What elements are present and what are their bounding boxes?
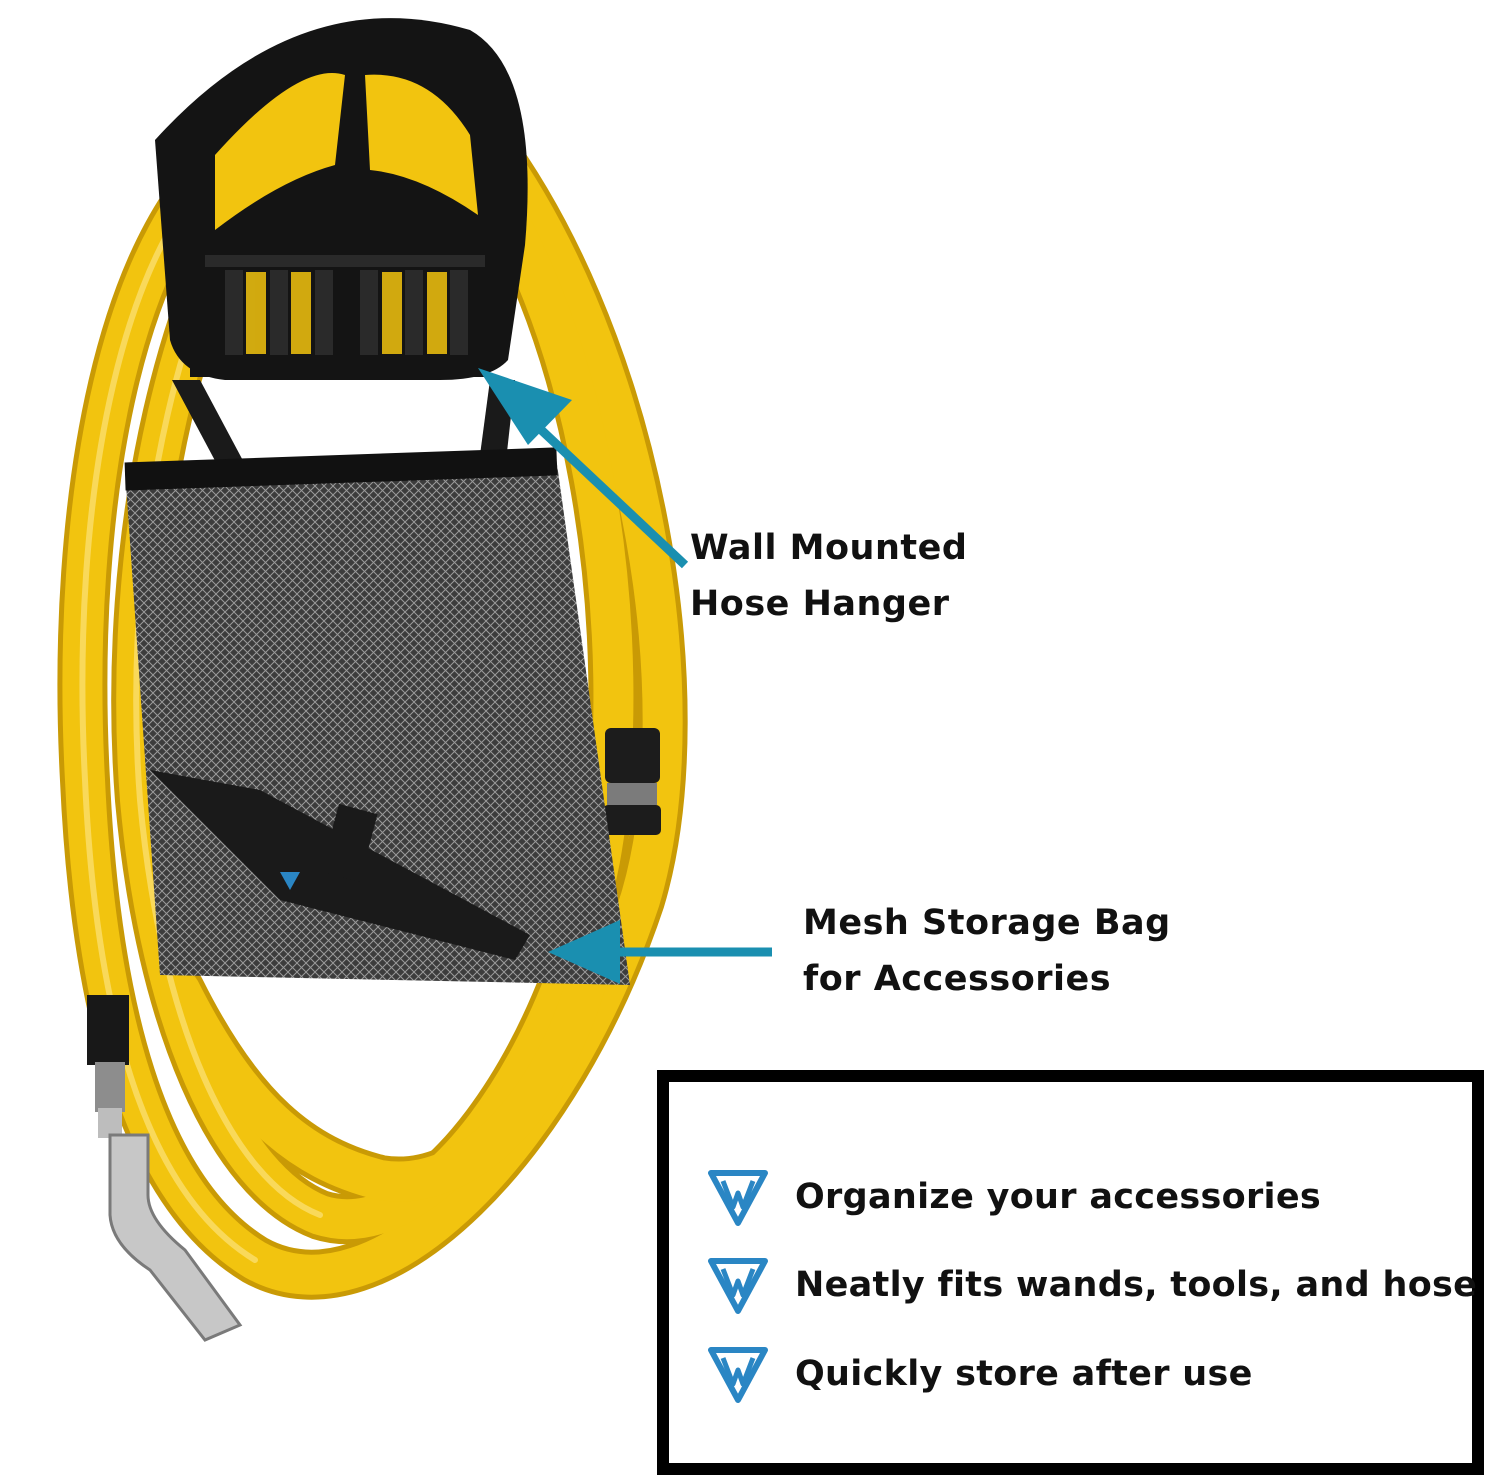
feature-list-box: Organize your accessories Neatly fits wa… [657, 1070, 1484, 1475]
hose-cuff-right [603, 728, 661, 835]
hose-cuff-left [87, 995, 129, 1138]
brand-logo-icon [708, 1170, 768, 1226]
bag-callout-line1: Mesh Storage Bag [803, 903, 1171, 943]
hanger-callout-line2: Hose Hanger [690, 584, 950, 624]
bag-callout: Mesh Storage Bag for Accessories [803, 895, 1171, 1007]
hanger-callout-line1: Wall Mounted [690, 528, 968, 568]
metal-wand [108, 1133, 243, 1342]
feature-item: Quickly store after use [707, 1344, 1253, 1404]
feature-item: Neatly fits wands, tools, and hose [707, 1255, 1477, 1315]
feature-text: Quickly store after use [795, 1354, 1253, 1394]
feature-item: Organize your accessories [707, 1167, 1321, 1227]
hanger-callout: Wall Mounted Hose Hanger [690, 520, 967, 632]
feature-text: Organize your accessories [795, 1177, 1322, 1217]
brand-logo-icon [708, 1347, 768, 1403]
bag-arrow [548, 920, 772, 984]
brand-logo-icon [708, 1258, 768, 1314]
wall-hanger [155, 18, 528, 380]
mesh-storage-bag [124, 447, 630, 985]
hanger-arrow [478, 368, 689, 569]
bag-callout-line2: for Accessories [803, 959, 1112, 999]
feature-text: Neatly fits wands, tools, and hose [795, 1265, 1478, 1305]
